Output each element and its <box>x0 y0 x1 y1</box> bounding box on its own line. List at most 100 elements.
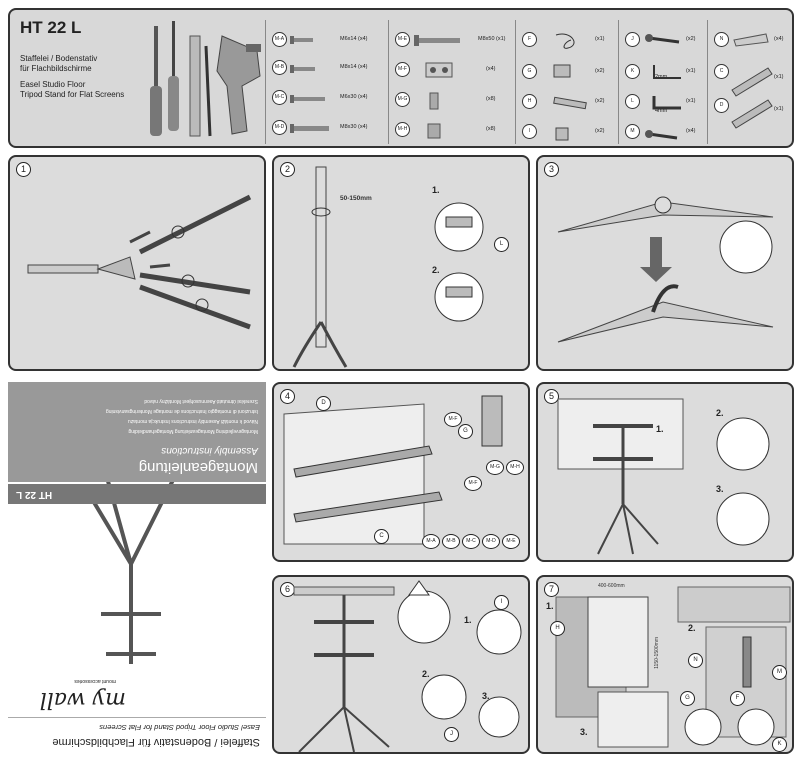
part-qty: (x1) <box>774 106 784 112</box>
cover-heading-en: Assembly instructions <box>161 445 258 456</box>
part-code: M-D <box>272 120 287 135</box>
step-1-panel: 1 <box>8 155 266 371</box>
part-qty: M8x14 (x4) <box>340 64 368 70</box>
part-qty: (x1) <box>686 68 696 74</box>
substep-2: 2. <box>432 265 440 275</box>
cover-heading-de: Montageanleitung <box>138 459 258 476</box>
dim-top: 400-600mm <box>598 583 625 589</box>
clips-illustration <box>553 33 587 141</box>
cover-lang-box: Montageanleitung Assembly instructions M… <box>8 382 266 482</box>
callout-I: I <box>494 595 509 610</box>
substep-1: 1. <box>464 615 472 625</box>
substep-1: 1. <box>546 601 554 611</box>
part-qty: (x4) <box>774 36 784 42</box>
brand-logo: my wall <box>39 687 126 712</box>
callout-MG: M-G <box>486 460 504 475</box>
part-qty: (x1) <box>686 98 696 104</box>
cover-model-band: HT 22 L <box>8 484 266 504</box>
part-qty: (x2) <box>595 98 605 104</box>
callout-D: D <box>316 396 331 411</box>
step-number: 4 <box>280 389 295 404</box>
brand-sub: mount accessories <box>74 678 116 684</box>
divider <box>265 20 266 144</box>
step-6-panel: 6 1. 2. 3. I J <box>272 575 530 754</box>
part-qty: M6x30 (x4) <box>340 94 368 100</box>
step-7-panel: 7 400-600mm 1150-1500mm 1. 2. 3. H N M G… <box>536 575 794 754</box>
lang-line: Montagevejledning Montageanleitung Monta… <box>128 428 258 434</box>
part-code: L <box>625 94 640 109</box>
dim-label: 50-150mm <box>340 195 372 202</box>
part-code: M-H <box>395 122 410 137</box>
substep-3: 3. <box>716 484 724 494</box>
part-code: H <box>522 94 537 109</box>
part-qty: M8x30 (x4) <box>340 124 368 130</box>
cover-model: HT 22 L <box>16 489 53 500</box>
tripod-legs-illustration <box>27 194 252 330</box>
part-code: M-C <box>272 90 287 105</box>
wall-mount-illustration <box>555 586 791 748</box>
divider <box>515 20 516 144</box>
step-2-panel: 2 50-150mm 1. 2. L <box>272 155 530 371</box>
part-code: M-G <box>395 92 410 107</box>
lang-line: Istruzioni di montaggio Instructions de … <box>105 408 258 414</box>
callout-MB: M-B <box>442 534 460 549</box>
part-qty: (x8) <box>486 126 496 132</box>
part-qty: (x4) <box>486 66 496 72</box>
dim-side: 1150-1500mm <box>654 637 660 669</box>
callout-J: J <box>444 727 459 742</box>
substep-2: 2. <box>688 623 696 633</box>
keys-illustration <box>645 34 681 140</box>
part-qty: (x2) <box>595 68 605 74</box>
part-code: N <box>714 32 729 47</box>
cover-bottom-en: Easel Studio Floor Tripod Stand for Flat… <box>99 723 260 732</box>
step-number: 5 <box>544 389 559 404</box>
tools-illustration <box>150 21 261 137</box>
part-code: K <box>625 64 640 79</box>
part-qty: (x2) <box>686 36 696 42</box>
callout-H: H <box>550 621 565 636</box>
part-code: M-B <box>272 60 287 75</box>
substep-2: 2. <box>422 669 430 679</box>
divider <box>388 20 389 144</box>
callout-MF2: M-F <box>464 476 482 491</box>
callout-K: K <box>772 737 787 752</box>
stand-silhouette <box>84 474 178 664</box>
part-qty: (x8) <box>486 96 496 102</box>
divider <box>618 20 619 144</box>
parts-panel: HT 22 L Staffelei / Bodenstativ für Flac… <box>8 8 794 148</box>
substep-1: 1. <box>432 185 440 195</box>
crossbar-illustration <box>557 196 774 343</box>
step-4-panel: 4 D C M-F G M-F M-G M-H M-A M-B M-C M-D … <box>272 382 530 562</box>
callout-MA: M-A <box>422 534 440 549</box>
tv-back-illustration <box>283 395 503 545</box>
callout-MF: M-F <box>444 412 462 427</box>
lang-line: Návod k montáži Assembly instructions In… <box>127 418 258 424</box>
callout-L: L <box>494 237 509 252</box>
pole-illustration <box>292 166 484 368</box>
callout-MD: M-D <box>482 534 500 549</box>
part-code: M-E <box>395 32 410 47</box>
title-en: Easel Studio Floor Tripod Stand for Flat… <box>20 80 125 99</box>
part-qty: M6x14 (x4) <box>340 36 368 42</box>
cover-panel: Staffelei / Bodenstativ für Flachbildsch… <box>8 382 266 754</box>
step-5-panel: 5 1. 2. 3. <box>536 382 794 562</box>
part-code: F <box>522 32 537 47</box>
part-qty: (x1) <box>774 74 784 80</box>
step-3-panel: 3 <box>536 155 794 371</box>
part-qty: (x2) <box>595 128 605 134</box>
part-qty: (x4) <box>686 128 696 134</box>
washers-illustration <box>414 35 460 139</box>
step-number: 7 <box>544 582 559 597</box>
part-code: I <box>522 124 537 139</box>
title-de: Staffelei / Bodenstativ für Flachbildsch… <box>20 54 98 73</box>
step-number: 3 <box>544 162 559 177</box>
mount-tv-illustration <box>557 398 770 555</box>
part-qty: M8x50 (x1) <box>478 36 506 42</box>
callout-ME: M-E <box>502 534 520 549</box>
part-code: M <box>625 124 640 139</box>
substep-2: 2. <box>716 408 724 418</box>
callout-MH: M-H <box>506 460 524 475</box>
callout-F: F <box>730 691 745 706</box>
callout-M: M <box>772 665 787 680</box>
callout-C: C <box>374 529 389 544</box>
